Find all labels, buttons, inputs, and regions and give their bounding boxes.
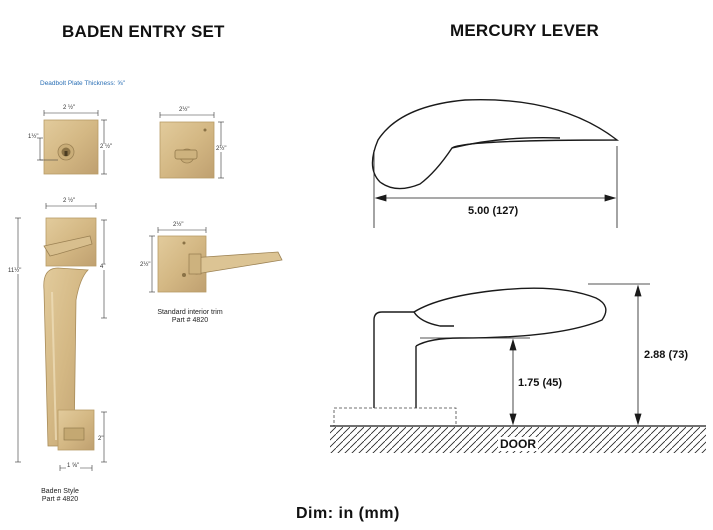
- deadbolt-plate: [43, 119, 99, 175]
- handle-width-label: 2 ½": [62, 198, 77, 204]
- turn-width-label: 2½": [178, 107, 191, 113]
- left-title: BADEN ENTRY SET: [62, 22, 225, 41]
- door-label: DOOR: [498, 437, 538, 451]
- lever-top-view: [371, 98, 620, 190]
- handle-height-label: 11½": [8, 268, 22, 274]
- trim-width-label: 2½": [172, 222, 185, 228]
- lever-length-label: 5.00 (127): [468, 205, 519, 217]
- trim-caption-line-2: Part # 4820: [171, 317, 209, 324]
- deadbolt-height-left-label: 1½": [28, 134, 39, 140]
- deadbolt-note: Deadbolt Plate Thickness: ⅝": [40, 80, 125, 87]
- right-title: MERCURY LEVER: [450, 21, 600, 40]
- lever-height-small-label: 1.75 (45): [518, 377, 563, 389]
- lever-length-dimension: [373, 146, 618, 228]
- handle-upper-label: 4": [100, 264, 106, 270]
- trim-dimensions: [149, 227, 207, 293]
- deadbolt-dimensions: [37, 110, 107, 175]
- thumbturn-plate: [159, 121, 215, 179]
- lever-height-large-label: 2.88 (73): [644, 349, 689, 361]
- handle-caption: Baden Style Part # 4820: [30, 488, 90, 504]
- deadbolt-width-label: 2 ½": [62, 105, 77, 111]
- handle-caption-line-2: Part # 4820: [41, 496, 79, 503]
- handle-base-label: 1 ⅝": [66, 463, 81, 469]
- turn-height-label: 2½": [216, 146, 227, 152]
- trim-caption-line-1: Standard interior trim: [157, 309, 223, 316]
- interior-trim: [157, 235, 283, 293]
- trim-height-label: 2½": [140, 262, 151, 268]
- lever-height-dimensions: [420, 283, 650, 426]
- handle-caption-line-1: Baden Style: [41, 488, 79, 495]
- lever-side-view: [373, 287, 607, 408]
- handle-lower-label: 2": [98, 436, 104, 442]
- deadbolt-height-right-label: 2 ½": [100, 144, 113, 150]
- trim-caption: Standard interior trim Part # 4820: [140, 309, 240, 325]
- handle-set: [43, 217, 97, 451]
- units-footer: Dim: in (mm): [296, 505, 400, 522]
